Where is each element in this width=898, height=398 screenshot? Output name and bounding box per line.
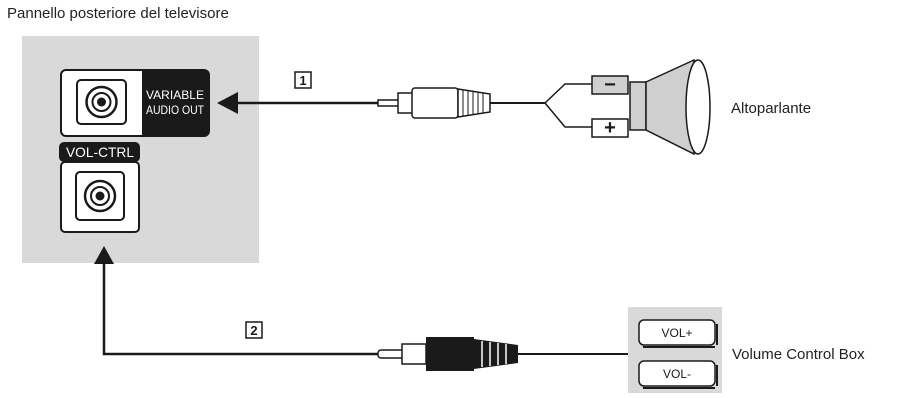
mini-plug-volume-control [377, 337, 628, 371]
speaker-minus-terminal: − [591, 74, 629, 96]
plus-symbol: + [604, 117, 616, 139]
speaker-plus-terminal: + [591, 117, 629, 139]
step-1-marker: 1 [294, 71, 312, 89]
speaker-wires [544, 83, 593, 128]
step-2-number: 2 [250, 323, 257, 338]
variable-label: VARIABLE [146, 88, 204, 102]
variable-audio-out-port: VARIABLE AUDIO OUT [60, 69, 210, 137]
minus-symbol: − [604, 74, 616, 96]
speaker-label: Altoparlante [731, 100, 812, 117]
step-2-marker: 2 [245, 321, 263, 339]
volume-control-box: VOL+ VOL- [628, 307, 722, 393]
vol-ctrl-port: VOL-CTRL [59, 142, 140, 233]
step-1-number: 1 [299, 73, 306, 88]
volume-control-box-label: Volume Control Box [732, 346, 865, 363]
vol-up-label: VOL+ [661, 326, 692, 340]
speaker-icon [629, 58, 711, 156]
arrow-into-audio-out [217, 92, 380, 114]
rca-plug-speaker [377, 87, 545, 119]
vol-ctrl-label: VOL-CTRL [66, 144, 134, 160]
audio-out-label: AUDIO OUT [146, 103, 205, 117]
diagram-title: Pannello posteriore del televisore [7, 5, 229, 22]
arrow-into-vol-ctrl [94, 246, 378, 356]
vol-down-label: VOL- [663, 367, 691, 381]
